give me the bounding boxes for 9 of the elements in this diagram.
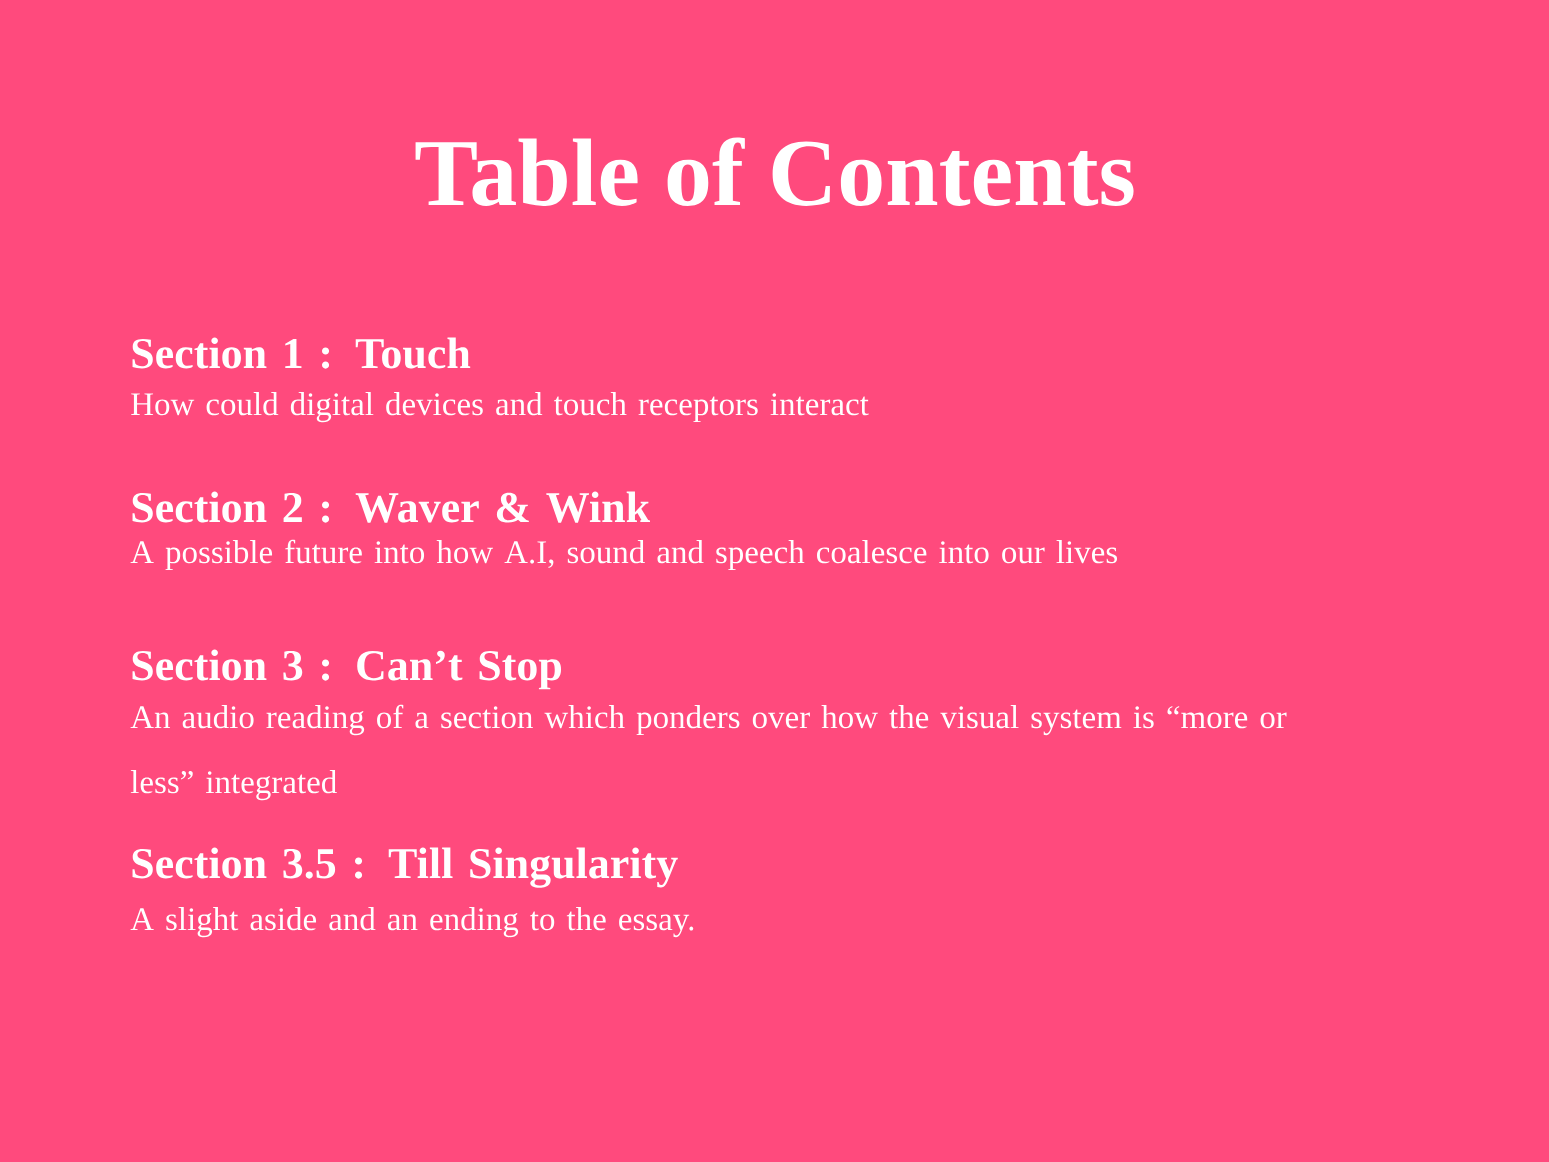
section-heading: Section 3 : Can’t Stop [132, 649, 562, 690]
section-description: How could digital devices and touch receptors interact [131, 392, 869, 423]
section-heading: Section 3.5 : Till Singularity [132, 847, 678, 888]
section-heading: Section 1 : Touch [132, 337, 471, 369]
section-heading: Section 2 : Waver & Wink [132, 491, 650, 523]
title: Table of Contents [415, 137, 1134, 206]
section-description: A possible future into how A.I, sound and speech coalesce into our lives [130, 539, 1117, 571]
section-description: An audio reading of a section which ponders over how the visual system is “more or less” integrated [130, 704, 1287, 801]
section-description: A slight aside and an ending to the essay. [130, 907, 694, 938]
